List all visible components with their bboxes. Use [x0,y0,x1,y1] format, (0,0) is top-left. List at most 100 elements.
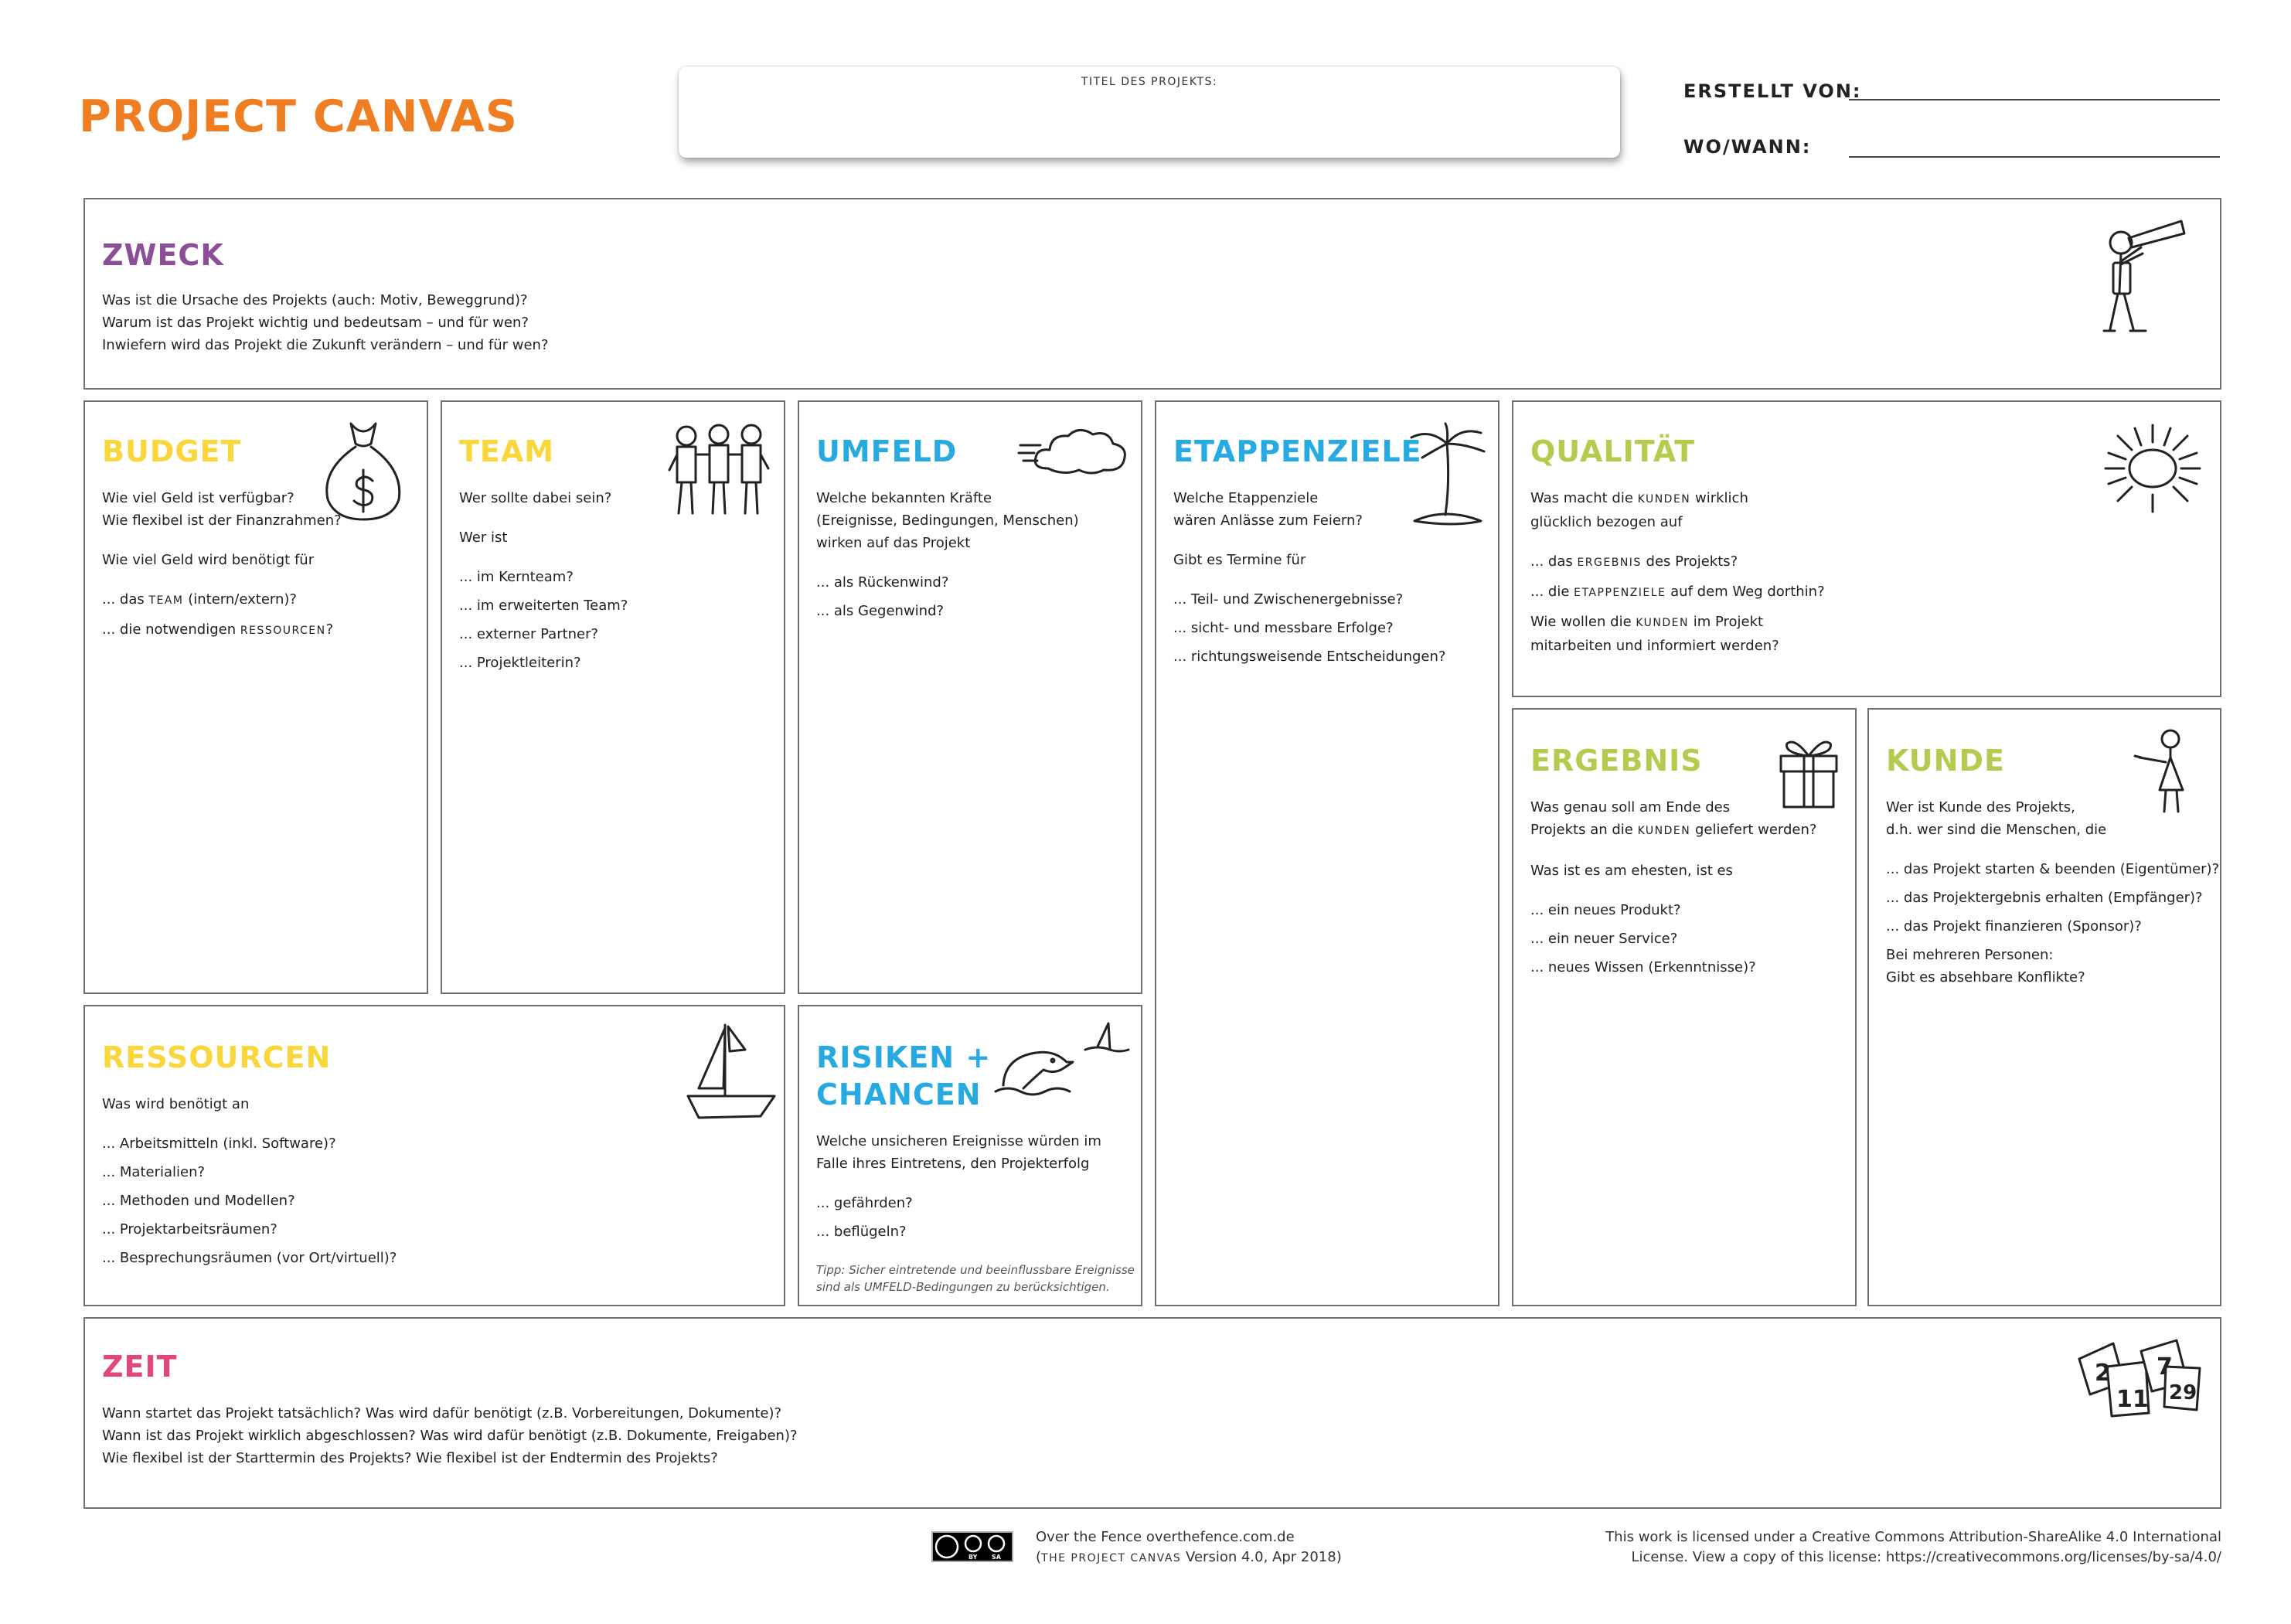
dolphin-shark-icon [994,1022,1130,1096]
etappenziele-title: ETAPPENZIELE [1173,434,1422,468]
license-line: This work is licensed under a Creative C… [1605,1529,2221,1545]
umfeld-body: Welche bekannten Kräfte (Ereignisse, Bed… [816,487,1079,622]
qualitaet-item-etappenziele: ... die ETAPPENZIELE auf dem Weg dorthin… [1530,584,1825,600]
etappenziele-item: ... sicht- und messbare Erfolge? [1173,620,1394,636]
kunde-item: ... das Projektergebnis erhalten (Empfän… [1886,890,2203,906]
etappenziele-item: ... richtungsweisende Entscheidungen? [1173,649,1446,665]
qualitaet-title: QUALITÄT [1530,434,1696,468]
umfeld-line: wirken auf das Projekt [816,535,971,551]
section-etappenziele[interactable]: ETAPPENZIELE Welche Etappenziele wären A… [1155,400,1500,1306]
section-budget[interactable]: BUDGET Wie viel Geld ist verfügbar? Wie … [83,400,428,994]
risiken-body: Welche unsicheren Ereignisse würden im F… [816,1130,1135,1295]
risiken-note: Tipp: Sicher eintretende und beeinflussb… [816,1263,1135,1277]
footer-credits: Over the Fence overthefence.com.de (THE … [1036,1527,1342,1568]
section-risiken-chancen[interactable]: RISIKEN + CHANCEN Welche unsicheren Erei… [798,1005,1142,1306]
kunde-title: KUNDE [1886,744,2005,778]
section-ergebnis[interactable]: ERGEBNIS Was genau soll am Ende des Proj… [1512,708,1857,1306]
section-team[interactable]: TEAM Wer sollte dabei sein? Wer ist ... … [441,400,785,994]
umfeld-item: ... als Rückenwind? [816,574,949,591]
team-people-icon [668,424,770,515]
license-link[interactable]: License. View a copy of this license: ht… [1631,1549,2221,1565]
ressourcen-q1: Was wird benötigt an [102,1096,250,1112]
budget-body: Wie viel Geld ist verfügbar? Wie flexibe… [102,487,342,642]
footer-license: This work is licensed under a Creative C… [1605,1527,2221,1568]
budget-title: BUDGET [102,434,242,468]
qualitaet-item-ergebnis: ... das ERGEBNIS des Projekts? [1530,553,1738,570]
kunde-line: Wer ist Kunde des Projekts, [1886,799,2075,815]
created-by-field[interactable] [1849,99,2220,100]
etappenziele-item: ... Teil- und Zwischenergebnisse? [1173,591,1404,608]
ressourcen-item: ... Projektarbeitsräumen? [102,1221,277,1238]
umfeld-line: (Ereignisse, Bedingungen, Menschen) [816,512,1079,529]
kunde-tail: Bei mehreren Personen: [1886,947,2054,963]
palm-island-icon [1410,422,1486,526]
umfeld-item: ... als Gegenwind? [816,603,945,619]
calendar-number: 7 [2157,1353,2173,1381]
team-body: Wer sollte dabei sein? Wer ist ... im Ke… [459,487,628,674]
by-icon [964,1534,982,1553]
qualitaet-line: Was macht die KUNDEN wirklich [1530,490,1748,506]
by-label: BY [968,1554,978,1561]
ergebnis-item: ... ein neuer Service? [1530,931,1678,947]
page-title: PROJECT CANVAS [79,91,518,142]
kunde-item: ... das Projekt finanzieren (Sponsor)? [1886,918,2142,935]
zeit-line: Wann ist das Projekt wirklich abgeschlos… [102,1428,798,1444]
zweck-line: Inwiefern wird das Projekt die Zukunft v… [102,337,549,353]
calendar-number: 29 [2169,1381,2197,1404]
ergebnis-item: ... ein neues Produkt? [1530,902,1681,918]
qualitaet-line: Wie wollen die KUNDEN im Projekt [1530,614,1764,630]
ressourcen-body: Was wird benötigt an ... Arbeitsmitteln … [102,1093,397,1269]
team-item: ... Projektleiterin? [459,655,581,671]
project-title-field[interactable]: TITEL DES PROJEKTS: [679,66,1620,158]
telescope-person-icon [2102,220,2186,332]
zweck-line: Was ist die Ursache des Projekts (auch: … [102,292,528,308]
qualitaet-line: glücklich bezogen auf [1530,514,1683,530]
where-when-field[interactable] [1849,156,2220,158]
etappenziele-q2: Gibt es Termine für [1173,552,1306,568]
money-bag-icon [325,422,401,521]
ergebnis-q2: Was ist es am ehesten, ist es [1530,863,1733,879]
zweck-line: Warum ist das Projekt wichtig und bedeut… [102,315,529,331]
chancen-title: CHANCEN [816,1078,982,1112]
section-zeit[interactable]: ZEIT Wann startet das Projekt tatsächlic… [83,1317,2221,1509]
cc-icon [934,1534,959,1559]
ergebnis-line: Was genau soll am Ende des [1530,799,1731,815]
kunde-item: ... das Projekt starten & beenden (Eigen… [1886,861,2220,877]
calendar-number: 2 [2095,1360,2111,1387]
risiken-item: ... beflügeln? [816,1224,907,1240]
project-title-label: TITEL DES PROJEKTS: [1081,76,1218,88]
cc-license-badge: BY SA [931,1531,1013,1562]
section-qualitaet[interactable]: QUALITÄT Was macht die KUNDEN wirklich g… [1512,400,2221,697]
zweck-title: ZWECK [102,238,224,272]
section-ressourcen[interactable]: RESSOURCEN Was wird benötigt an ... Arbe… [83,1005,785,1306]
kunde-line: d.h. wer sind die Menschen, die [1886,822,2107,838]
wind-cloud-icon [1017,429,1126,475]
team-q1: Wer sollte dabei sein? [459,490,612,506]
customer-person-icon [2133,729,2184,813]
risiken-note: sind als UMFELD-Bedingungen zu berücksic… [816,1280,1110,1294]
section-zweck[interactable]: ZWECK Was ist die Ursache des Projekts (… [83,198,2221,390]
zeit-body: Wann startet das Projekt tatsächlich? Wa… [102,1402,798,1469]
footer-author: Over the Fence overthefence.com.de [1036,1529,1295,1545]
qualitaet-body: Was macht die KUNDEN wirklich glücklich … [1530,487,1825,657]
gift-box-icon [1779,741,1838,809]
section-kunde[interactable]: KUNDE Wer ist Kunde des Projekts, d.h. w… [1867,708,2221,1306]
ressourcen-title: RESSOURCEN [102,1040,332,1074]
ergebnis-body: Was genau soll am Ende des Projekts an d… [1530,796,1816,979]
ressourcen-item: ... Arbeitsmitteln (inkl. Software)? [102,1135,336,1152]
risiken-title: RISIKEN + [816,1040,992,1074]
ergebnis-item: ... neues Wissen (Erkenntnisse)? [1530,959,1756,975]
team-item: ... externer Partner? [459,626,599,642]
umfeld-line: Welche bekannten Kräfte [816,490,992,506]
team-q2: Wer ist [459,529,508,546]
etappenziele-body: Welche Etappenziele wären Anlässe zum Fe… [1173,487,1445,668]
kunde-body: Wer ist Kunde des Projekts, d.h. wer sin… [1886,796,2219,989]
risiken-line: Welche unsicheren Ereignisse würden im [816,1133,1101,1149]
budget-q3: Wie viel Geld wird benötigt für [102,552,315,568]
zeit-line: Wie flexibel ist der Starttermin des Pro… [102,1450,718,1466]
sa-icon [987,1534,1006,1553]
section-umfeld[interactable]: UMFELD Welche bekannten Kräfte (Ereignis… [798,400,1142,994]
etappenziele-line: Welche Etappenziele [1173,490,1319,506]
sailboat-icon [686,1023,776,1119]
created-by-label: ERSTELLT VON: [1683,80,1862,102]
